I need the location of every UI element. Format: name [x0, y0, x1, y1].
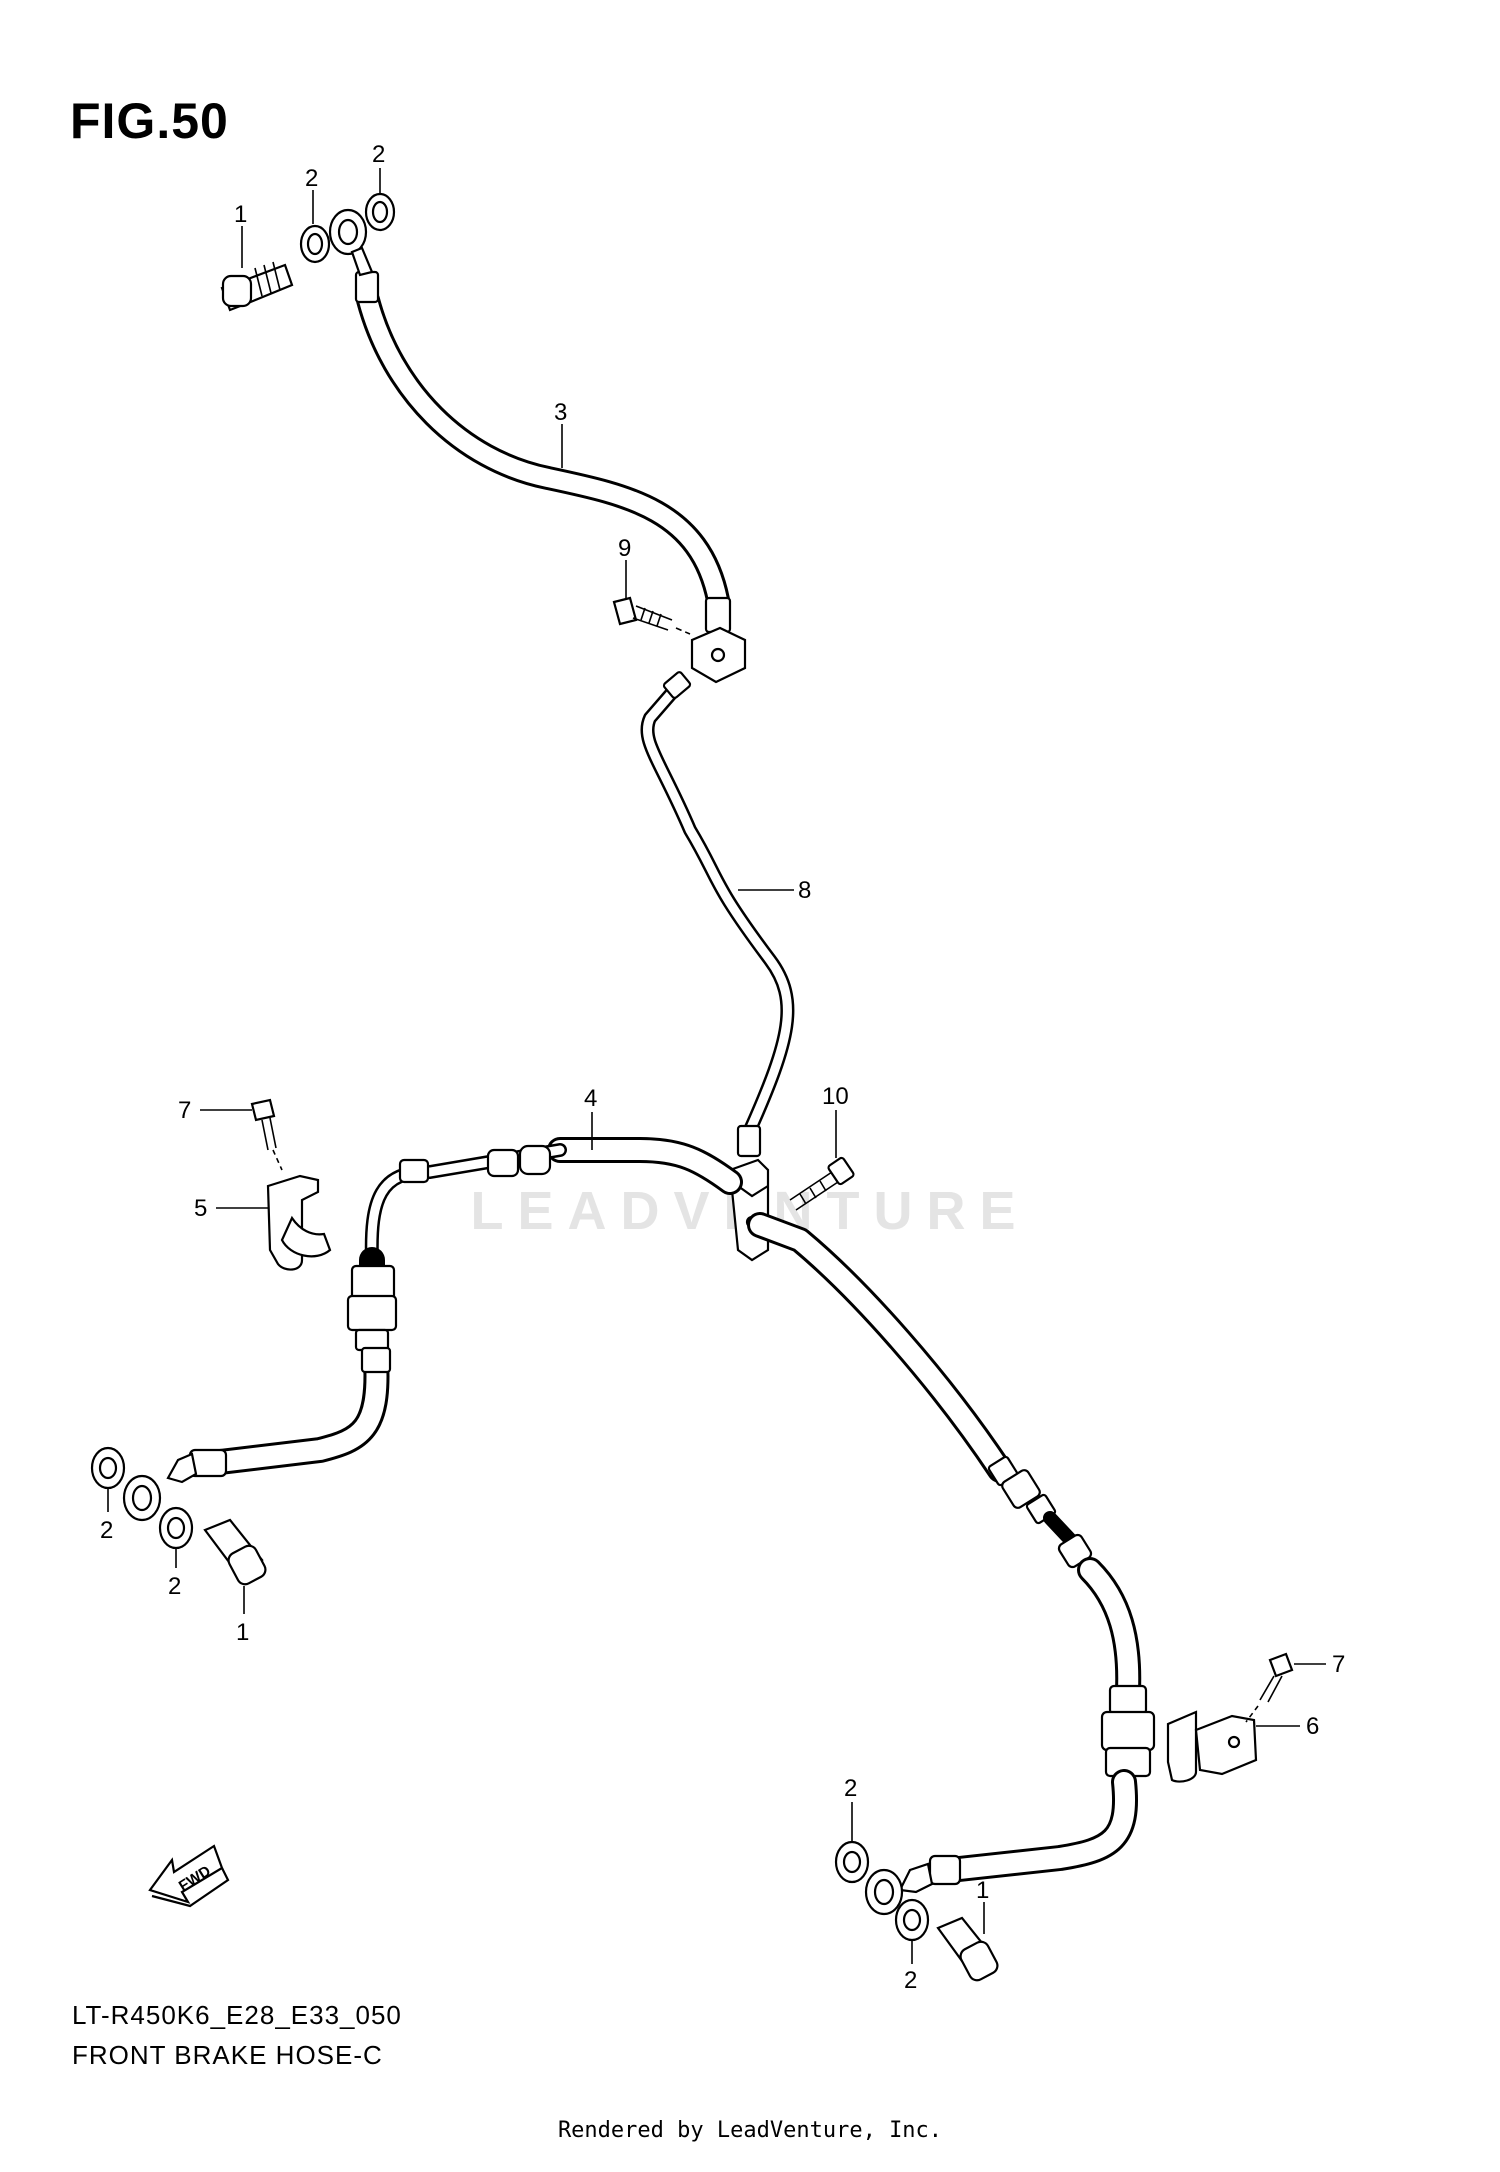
callout-2-top-a: 2 — [305, 165, 318, 192]
bolt-9 — [612, 596, 691, 635]
bolt-7-right — [1245, 1652, 1294, 1723]
callout-3: 3 — [554, 399, 567, 426]
brake-hose-4 — [166, 1137, 743, 1484]
callout-2-right-b: 2 — [904, 1967, 917, 1994]
banjo-bolt-1-top — [220, 261, 294, 312]
callout-7-right: 7 — [1332, 1651, 1345, 1678]
fwd-direction-arrow: FWD — [148, 1844, 230, 1908]
bolt-10 — [789, 1156, 855, 1211]
callout-5: 5 — [194, 1195, 207, 1222]
clamp-6 — [1166, 1710, 1258, 1783]
brake-hose-3 — [354, 270, 732, 634]
banjo-bolt-1-right — [936, 1916, 999, 1982]
clamp-5 — [266, 1174, 332, 1271]
callout-7-left: 7 — [178, 1097, 191, 1124]
credit-footer: Rendered by LeadVenture, Inc. — [557, 2118, 943, 2143]
bolt-7-left — [250, 1098, 283, 1171]
joint-block-upper — [690, 626, 747, 684]
banjo-fitting-left — [122, 1474, 162, 1522]
callout-4: 4 — [584, 1085, 597, 1112]
figure-title: FIG.50 — [70, 93, 229, 149]
callout-8: 8 — [798, 877, 811, 904]
callout-2-left-a: 2 — [100, 1517, 113, 1544]
callout-1-right: 1 — [976, 1877, 989, 1904]
callout-10: 10 — [822, 1083, 849, 1110]
brake-hose-right — [747, 1212, 1156, 1894]
brake-pipe-8 — [640, 671, 795, 1158]
washer-2-right-b — [894, 1898, 930, 1942]
washer-2-left-a — [90, 1446, 126, 1490]
callout-2-left-b: 2 — [168, 1573, 181, 1600]
banjo-fitting-right — [864, 1868, 904, 1916]
callout-6: 6 — [1306, 1713, 1319, 1740]
figure-name-label: FRONT BRAKE HOSE-C — [72, 2040, 383, 2070]
callout-2-right-a: 2 — [844, 1775, 857, 1802]
callout-9: 9 — [618, 535, 631, 562]
washer-2-top-b — [364, 192, 396, 232]
banjo-fitting-top — [328, 208, 374, 277]
callout-1-top: 1 — [234, 201, 247, 228]
washer-2-right-a — [834, 1840, 870, 1884]
washer-2-top-a — [299, 224, 331, 264]
callout-2-top-b: 2 — [372, 141, 385, 168]
banjo-bolt-1-left — [203, 1518, 267, 1586]
washer-2-left-b — [158, 1506, 194, 1550]
model-code-label: LT-R450K6_E28_E33_050 — [72, 2000, 402, 2030]
callout-1-left: 1 — [236, 1619, 249, 1646]
callout-leaders — [107, 168, 1326, 1964]
